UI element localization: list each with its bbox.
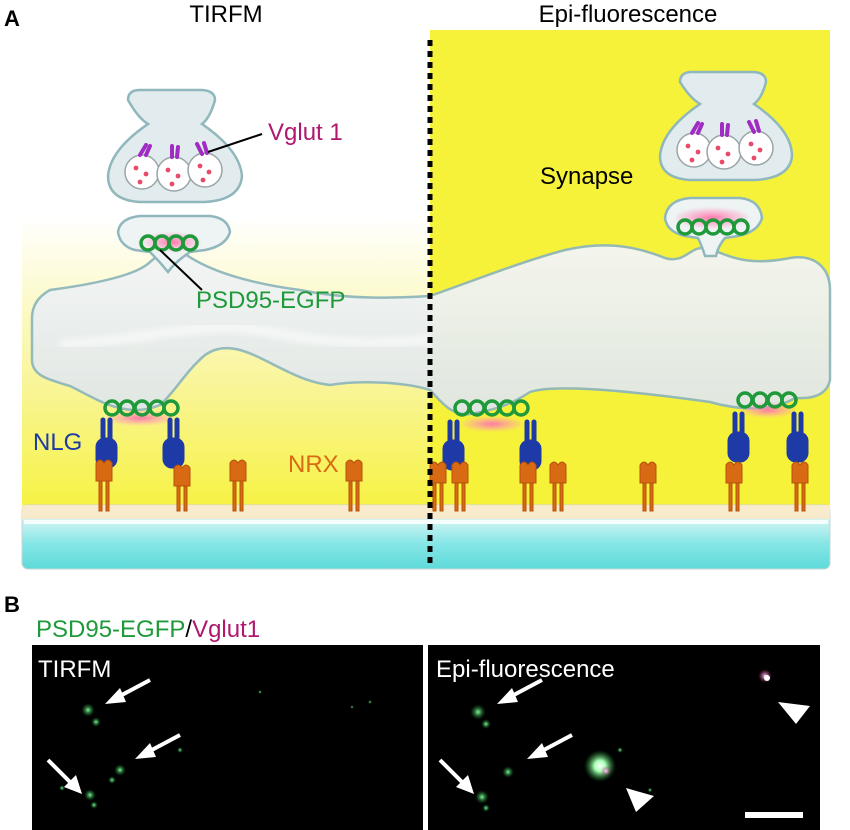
nrx-1 bbox=[95, 459, 113, 512]
epi-puncta bbox=[470, 669, 772, 812]
nrx-8 bbox=[549, 461, 567, 512]
micrograph-epi-title: Epi-fluorescence bbox=[436, 656, 615, 683]
panel-a: A TIRFM Epi-fluorescence Vglut 1 Synapse… bbox=[4, 1, 832, 570]
psd95-label: PSD95-EGFP bbox=[196, 287, 345, 314]
right-presynaptic-bouton bbox=[658, 70, 794, 182]
nrx-4 bbox=[345, 459, 363, 512]
vglut-leader-line bbox=[207, 133, 263, 153]
arrowhead-icon bbox=[778, 702, 810, 724]
arrow-icon bbox=[527, 733, 573, 759]
nrx-3 bbox=[229, 459, 247, 512]
bottom-psd-patches bbox=[103, 391, 798, 431]
nrx-proteins bbox=[95, 459, 809, 512]
nrx-5 bbox=[429, 461, 447, 512]
arrow-icon bbox=[135, 733, 181, 759]
tirfm-arrows bbox=[46, 678, 181, 794]
psd95-rings-upper-left bbox=[139, 234, 199, 252]
stain-green-text: PSD95-EGFP bbox=[36, 616, 185, 643]
synapse-label: Synapse bbox=[540, 163, 633, 190]
nlg-1 bbox=[95, 417, 118, 469]
nlg-label: NLG bbox=[33, 429, 82, 456]
stain-separator: / bbox=[185, 616, 192, 643]
nlg-6 bbox=[786, 411, 809, 463]
arrowhead-icon bbox=[626, 788, 654, 812]
panel-b-stain-label: PSD95-EGFP/Vglut1 bbox=[36, 616, 260, 643]
psd95-rings-upper-right bbox=[676, 218, 750, 236]
vglut-label: Vglut 1 bbox=[268, 119, 343, 146]
stain-magenta-text: Vglut1 bbox=[192, 616, 260, 643]
micrograph-epi: Epi-fluorescence bbox=[428, 645, 820, 830]
nrx-label: NRX bbox=[288, 451, 339, 478]
arrow-icon bbox=[46, 758, 82, 794]
panel-b: B PSD95-EGFP/Vglut1 TIRFM bbox=[4, 592, 820, 830]
micrograph-tirfm: TIRFM bbox=[32, 645, 423, 830]
nrx-10 bbox=[725, 461, 743, 512]
micrograph-tirfm-title: TIRFM bbox=[38, 656, 111, 683]
panel-a-right-title: Epi-fluorescence bbox=[539, 1, 718, 28]
tirfm-puncta bbox=[59, 690, 372, 809]
scale-bar bbox=[745, 812, 803, 818]
nlg-2 bbox=[162, 417, 185, 469]
psd95-leader-line bbox=[159, 249, 203, 291]
epi-arrows bbox=[438, 678, 810, 812]
nrx-7 bbox=[519, 461, 537, 512]
panel-b-letter: B bbox=[4, 592, 20, 617]
panel-a-letter: A bbox=[4, 6, 20, 31]
arrow-icon bbox=[105, 678, 151, 704]
arrow-icon bbox=[497, 678, 543, 704]
panel-a-left-title: TIRFM bbox=[189, 1, 262, 28]
coverslip bbox=[21, 504, 831, 570]
nrx-2 bbox=[173, 464, 191, 512]
nlg-proteins bbox=[95, 411, 809, 471]
arrow-icon bbox=[438, 758, 474, 794]
right-vesicles bbox=[676, 119, 774, 170]
nrx-11 bbox=[791, 461, 809, 512]
left-vesicles bbox=[124, 141, 223, 192]
left-presynaptic-bouton bbox=[106, 88, 244, 204]
nrx-9 bbox=[639, 461, 657, 512]
nrx-6 bbox=[451, 461, 469, 512]
nlg-5 bbox=[727, 411, 750, 463]
